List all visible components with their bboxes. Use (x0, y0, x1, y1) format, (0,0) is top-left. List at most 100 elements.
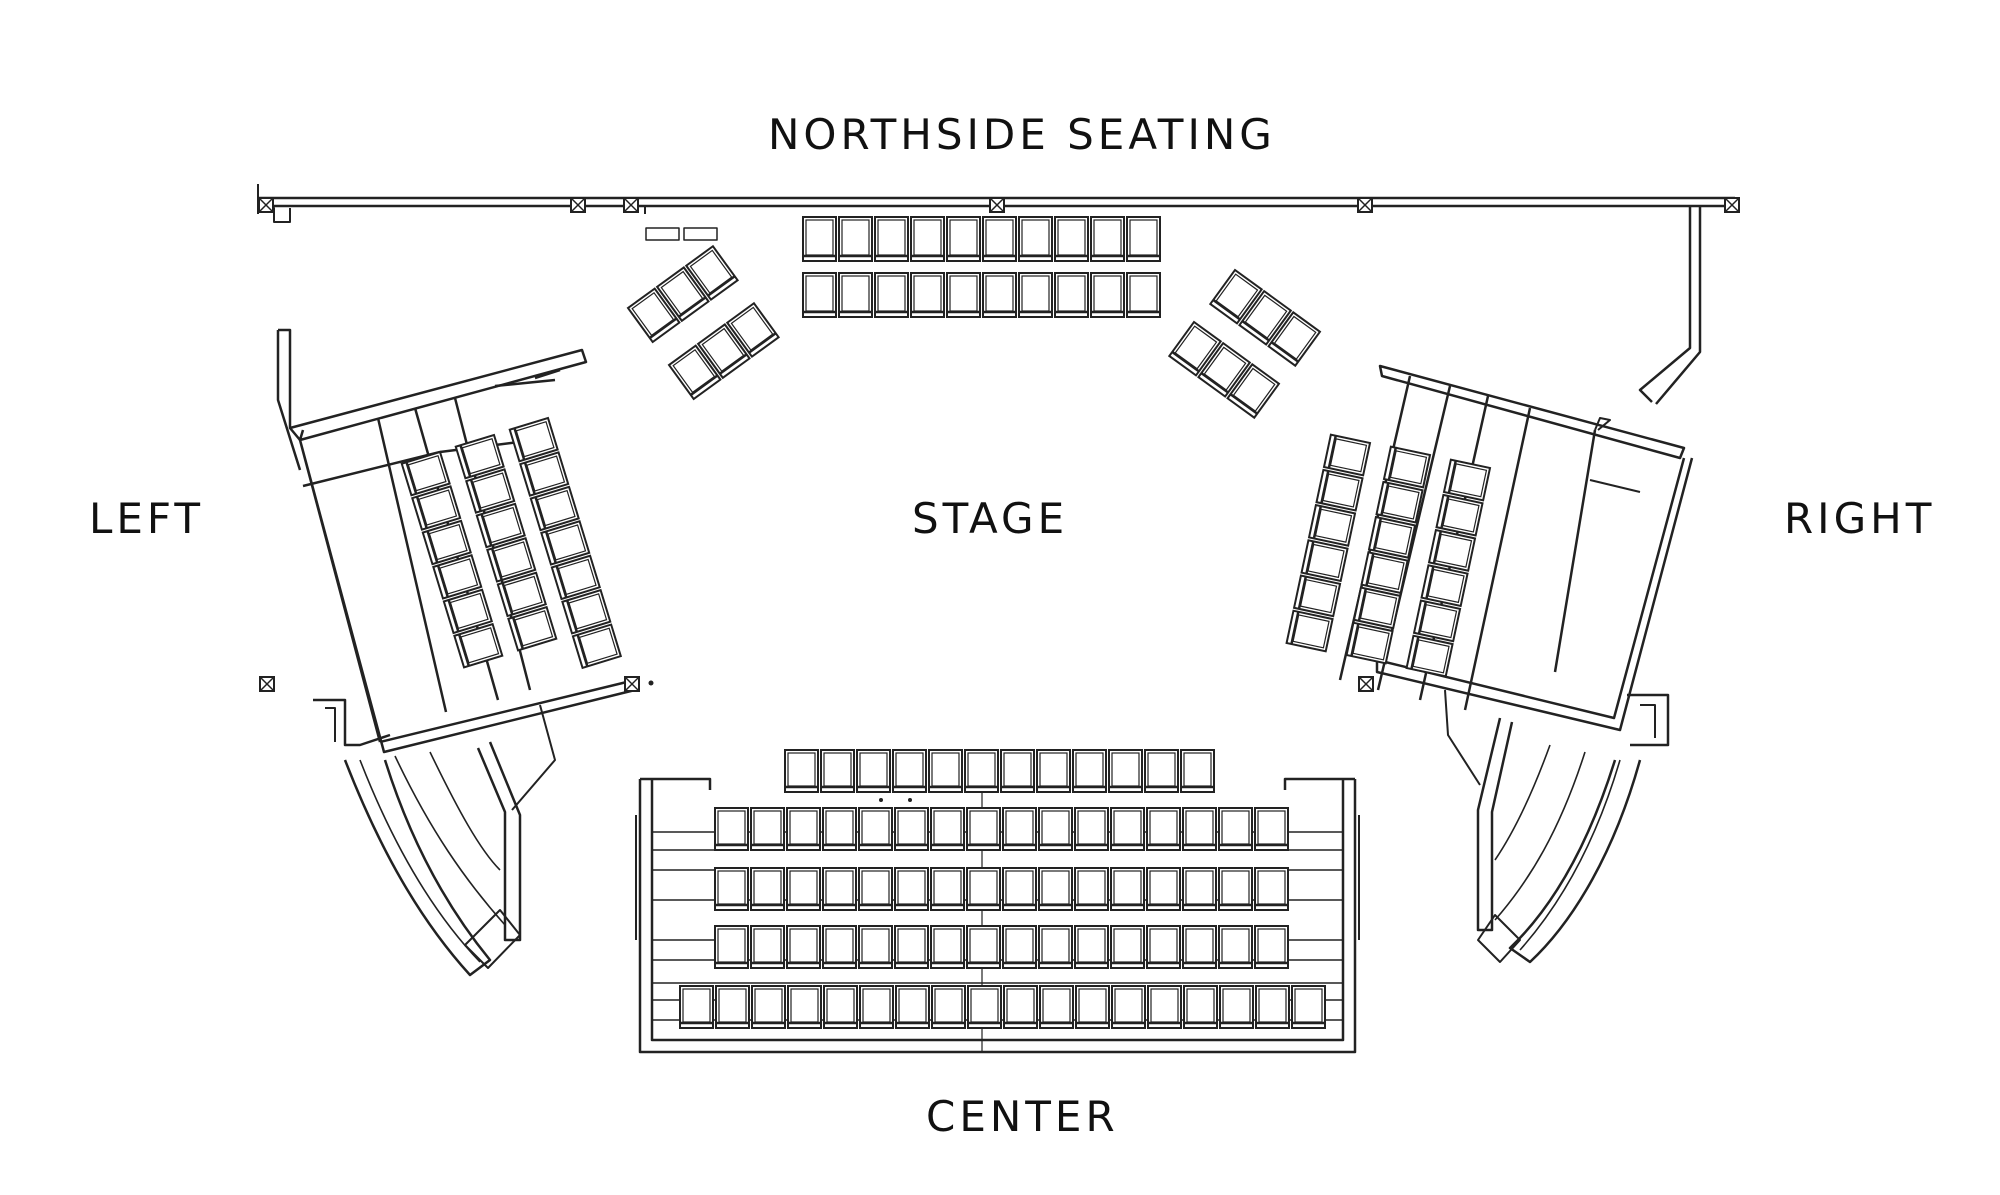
seat (1182, 925, 1217, 969)
seat-back (511, 617, 524, 650)
seat-outline (859, 985, 894, 1029)
seat (820, 749, 855, 793)
right-row-1 (1285, 433, 1372, 653)
seat (894, 807, 929, 851)
seat-outline (892, 749, 927, 793)
seat-outline (1218, 867, 1253, 911)
seat (802, 216, 837, 262)
left-row-2 (454, 433, 558, 652)
seat (1435, 493, 1484, 537)
seat (1218, 867, 1253, 911)
right-riser-line (1589, 479, 1641, 493)
column-cross (624, 676, 640, 692)
seat (822, 807, 857, 851)
seat-back (1320, 470, 1330, 504)
seat-outline (1146, 867, 1181, 911)
center-row-5 (679, 985, 1326, 1029)
seat (1285, 609, 1334, 653)
seat-outline (822, 925, 857, 969)
seat-outline (786, 867, 821, 911)
seat-outline (982, 216, 1017, 262)
seat-back (1425, 566, 1435, 599)
seat-outline (838, 216, 873, 262)
seat-outline (1002, 867, 1037, 911)
seat-outline (946, 216, 981, 262)
seat-outline (1054, 272, 1089, 318)
north-storage-box (683, 227, 718, 241)
seat-outline (1180, 749, 1215, 793)
seat (895, 985, 930, 1029)
seat-outline (946, 272, 981, 318)
seat-outline (1300, 539, 1349, 583)
seat (1002, 867, 1037, 911)
seat-outline (931, 985, 966, 1029)
seat (496, 571, 547, 618)
seat (1038, 807, 1073, 851)
seat-back (1270, 341, 1299, 363)
seat (930, 807, 965, 851)
seat (1420, 564, 1469, 608)
seat-outline (1285, 609, 1334, 653)
seat-outline (802, 216, 837, 262)
seat-outline (1146, 925, 1181, 969)
seat (679, 985, 714, 1029)
seat-outline (750, 867, 785, 911)
seat-outline (822, 867, 857, 911)
seat-outline (1254, 807, 1289, 851)
seat-outline (895, 985, 930, 1029)
seat (892, 749, 927, 793)
left-section-label: LEFT (89, 494, 205, 543)
seat (786, 807, 821, 851)
seat-outline (1074, 925, 1109, 969)
seat-outline (1182, 925, 1217, 969)
seat-outline (1144, 749, 1179, 793)
center-section-label: CENTER (926, 1092, 1119, 1141)
seat-outline (750, 925, 785, 969)
seat (1322, 433, 1372, 477)
seat-back (1440, 495, 1450, 529)
seat (822, 867, 857, 911)
seat (475, 502, 526, 549)
seat (1182, 807, 1217, 851)
seat-outline (1382, 445, 1432, 489)
seat (714, 925, 749, 969)
column-marker (1357, 197, 1373, 213)
seat-back (678, 296, 707, 318)
seat (946, 216, 981, 262)
seat (982, 272, 1017, 318)
seat-outline (1075, 985, 1110, 1029)
dot-marker (908, 798, 912, 802)
column-marker (1724, 197, 1740, 213)
center-inner (650, 779, 1345, 1042)
seating (400, 216, 1492, 1029)
seat (696, 323, 751, 380)
seat (1442, 458, 1492, 502)
seat (1126, 272, 1161, 318)
seat (714, 867, 749, 911)
seat-outline (679, 985, 714, 1029)
north-angled-right-2 (1167, 320, 1281, 420)
column-marker (623, 197, 639, 213)
seat-outline (1183, 985, 1218, 1029)
seat-outline (1111, 985, 1146, 1029)
seat-outline (930, 925, 965, 969)
right-riser-top (1378, 364, 1686, 460)
seat-outline (858, 925, 893, 969)
seat-outline (1292, 574, 1342, 618)
seat (1382, 445, 1432, 489)
seat (1254, 807, 1289, 851)
seat (1090, 216, 1125, 262)
seat-back (719, 353, 748, 375)
north-row-1 (802, 216, 1161, 262)
left-corner-box (464, 909, 521, 969)
seat (1182, 867, 1217, 911)
seat (1267, 310, 1322, 368)
seat-outline (1126, 272, 1161, 318)
seat (1315, 468, 1364, 512)
seat-outline (1072, 749, 1107, 793)
seat (486, 537, 537, 583)
seat-outline (1218, 807, 1253, 851)
seat-back (1372, 517, 1383, 551)
seat (1255, 985, 1290, 1029)
left-curve-line-1 (359, 759, 481, 963)
